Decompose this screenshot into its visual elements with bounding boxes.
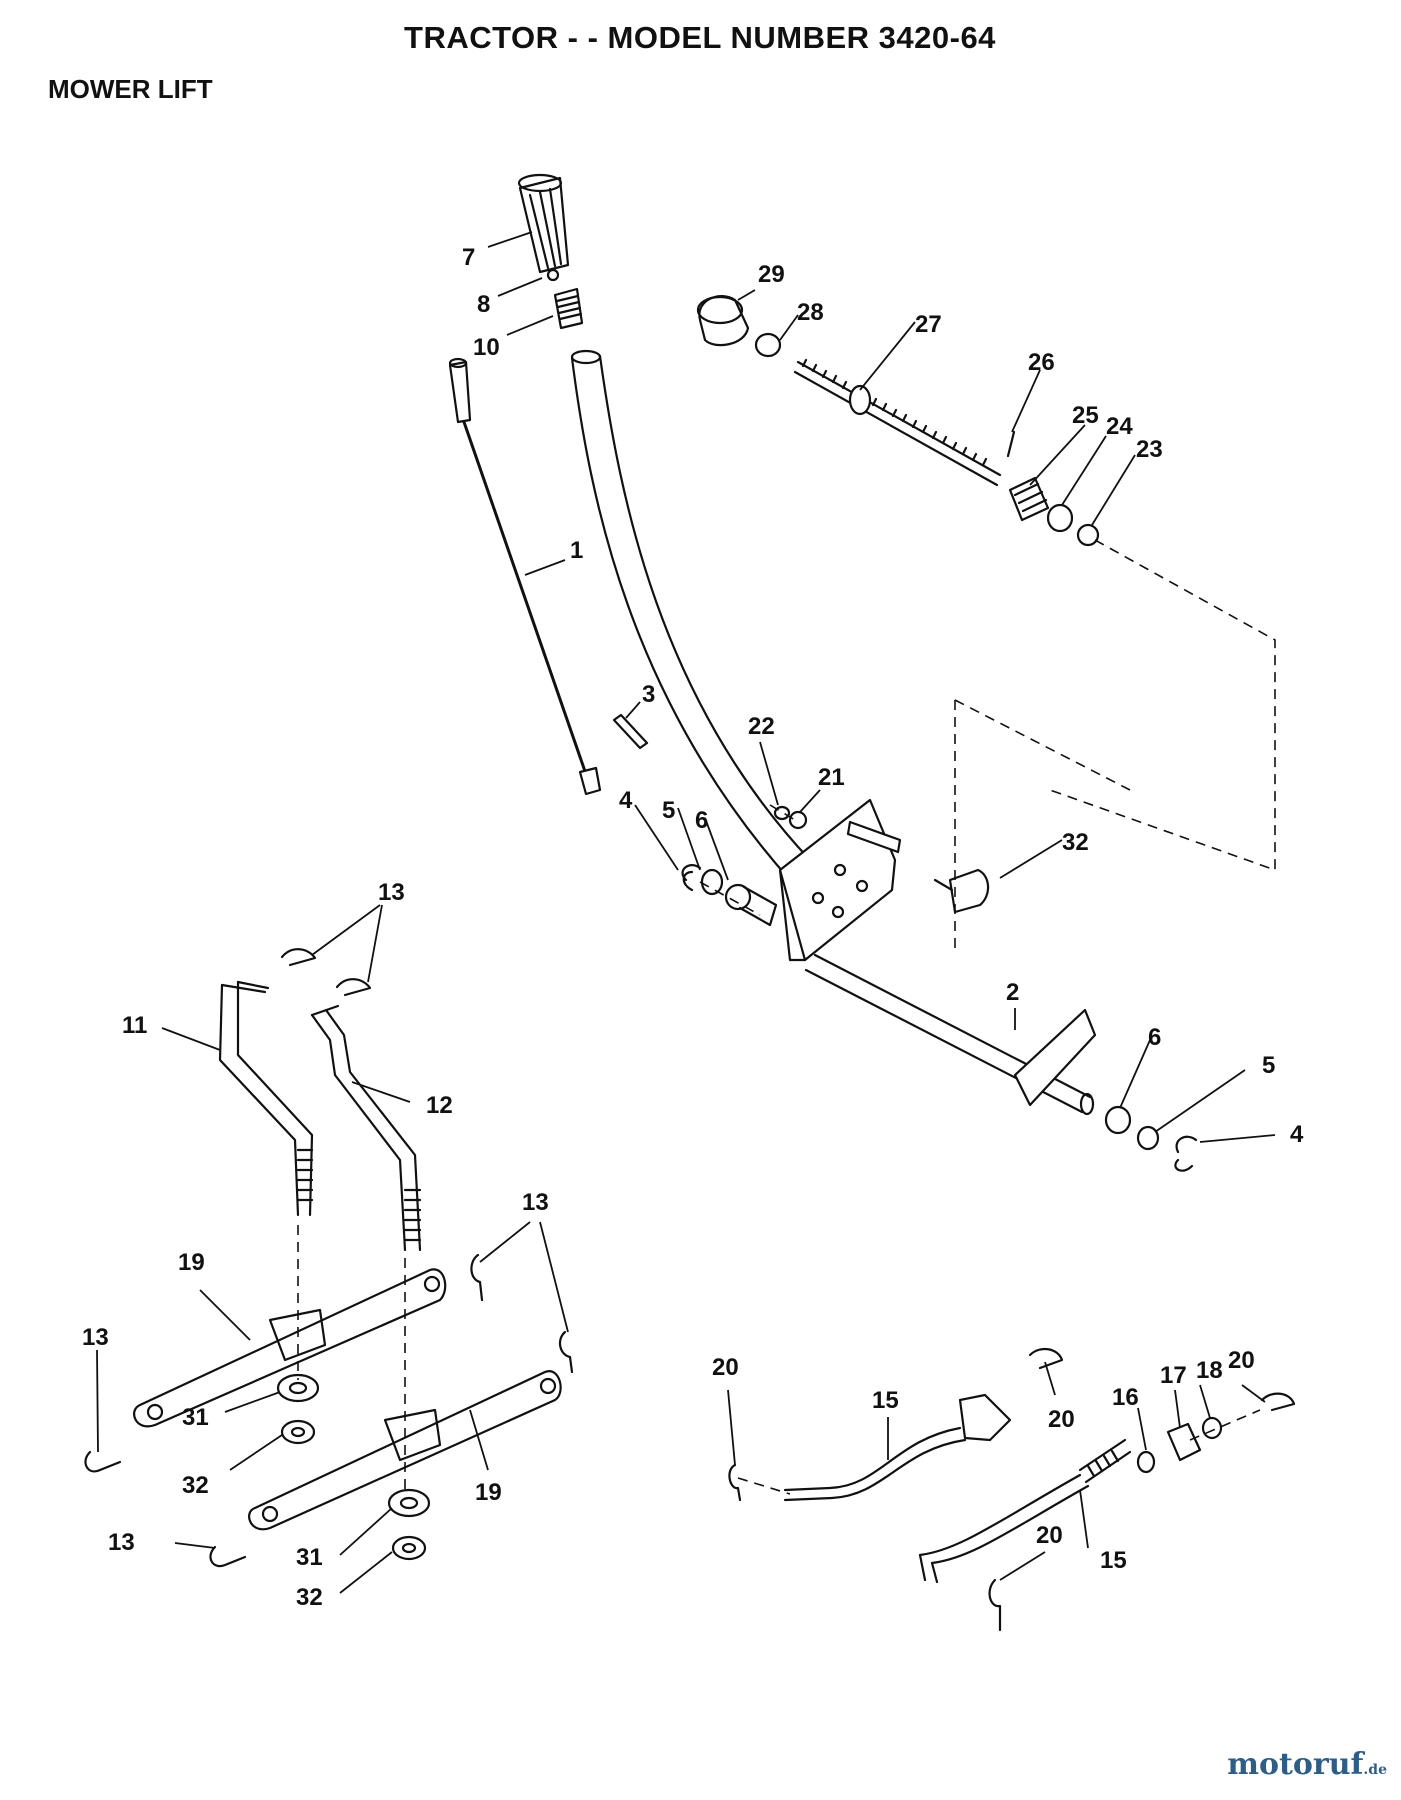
lift-link-right-part bbox=[310, 1004, 422, 1252]
pin-part bbox=[612, 713, 649, 750]
callout-5-left: 5 bbox=[662, 797, 675, 824]
callout-20-c: 20 bbox=[1228, 1347, 1255, 1374]
callout-31-lower: 31 bbox=[296, 1544, 323, 1571]
callout-22: 22 bbox=[748, 713, 775, 740]
callout-31-upper: 31 bbox=[182, 1404, 209, 1431]
callout-24: 24 bbox=[1106, 413, 1133, 440]
callout-15-lower: 15 bbox=[1100, 1547, 1127, 1574]
callout-23: 23 bbox=[1136, 436, 1163, 463]
callout-28: 28 bbox=[797, 299, 824, 326]
adjust-spring-part bbox=[1008, 476, 1050, 522]
adjust-knob-part bbox=[696, 295, 750, 347]
lock-nut-part bbox=[280, 1419, 427, 1561]
shaft-right-hardware bbox=[1104, 1105, 1198, 1172]
trunnion-part bbox=[933, 868, 990, 914]
callout-20-b: 20 bbox=[1048, 1406, 1075, 1433]
callout-1: 1 bbox=[570, 537, 583, 564]
lift-link-left-part bbox=[218, 980, 314, 1217]
callout-4-left: 4 bbox=[619, 787, 633, 814]
lift-rod-part bbox=[448, 357, 602, 796]
callout-20-a: 20 bbox=[712, 1354, 739, 1381]
callout-20-d: 20 bbox=[1036, 1522, 1063, 1549]
washer-part-24 bbox=[1046, 503, 1074, 533]
nut-part-18 bbox=[1201, 1416, 1223, 1440]
watermark-logo: motoruf.de bbox=[1227, 1747, 1387, 1782]
bushing-part bbox=[276, 1373, 431, 1518]
callout-18: 18 bbox=[1196, 1357, 1223, 1384]
callout-15-upper: 15 bbox=[872, 1387, 899, 1414]
callout-6-right: 6 bbox=[1148, 1024, 1161, 1051]
callout-11: 11 bbox=[122, 1012, 147, 1039]
callout-13-bottom: 13 bbox=[108, 1529, 135, 1556]
cross-shaft-part bbox=[804, 953, 1097, 1116]
nut-part-23 bbox=[1076, 523, 1100, 547]
threaded-rod-part bbox=[793, 358, 1002, 487]
ball-part bbox=[546, 268, 560, 282]
section-title: MOWER LIFT bbox=[48, 74, 213, 104]
callout-13-top: 13 bbox=[378, 879, 405, 906]
spring-part bbox=[553, 287, 584, 330]
callout-10: 10 bbox=[473, 334, 500, 361]
callout-8: 8 bbox=[477, 291, 490, 318]
page-title: TRACTOR - - MODEL NUMBER 3420-64 bbox=[404, 20, 996, 55]
callout-5-right: 5 bbox=[1262, 1052, 1275, 1079]
callout-6-left: 6 bbox=[695, 807, 708, 834]
callout-27: 27 bbox=[915, 311, 942, 338]
callout-26: 26 bbox=[1028, 349, 1055, 376]
callout-4-right: 4 bbox=[1290, 1121, 1304, 1148]
washer-part-16 bbox=[1136, 1450, 1156, 1474]
callout-32-upper: 32 bbox=[182, 1472, 209, 1499]
callout-17: 17 bbox=[1160, 1362, 1187, 1389]
callout-19-lower: 19 bbox=[475, 1479, 502, 1506]
swivel-part bbox=[1166, 1422, 1202, 1462]
shaft-left-hardware bbox=[681, 864, 778, 927]
callout-12: 12 bbox=[426, 1092, 453, 1119]
callout-19-upper: 19 bbox=[178, 1249, 205, 1276]
cotter-pin-part-20 bbox=[728, 1347, 1296, 1632]
callout-7: 7 bbox=[462, 244, 475, 271]
callout-numbers: 7 8 10 29 28 27 26 25 24 23 1 3 22 21 4 … bbox=[82, 244, 1304, 1611]
callout-13-left: 13 bbox=[82, 1324, 109, 1351]
lift-arm-upper-part bbox=[133, 1268, 447, 1428]
callout-29: 29 bbox=[758, 261, 785, 288]
nut-part bbox=[754, 332, 782, 358]
handle-grip-part bbox=[517, 173, 570, 274]
callout-25: 25 bbox=[1072, 402, 1099, 429]
rear-link-upper-part bbox=[783, 1393, 1012, 1502]
hairpin-clip-part bbox=[84, 948, 574, 1568]
callout-21: 21 bbox=[818, 764, 845, 791]
lift-lever-part bbox=[570, 349, 812, 882]
callout-3: 3 bbox=[642, 681, 655, 708]
callout-32-lower: 32 bbox=[296, 1584, 323, 1611]
callout-2: 2 bbox=[1006, 979, 1019, 1006]
cotter-pin-part bbox=[1006, 430, 1016, 458]
callout-30: 32 bbox=[1062, 829, 1089, 856]
lever-bracket-part bbox=[778, 798, 902, 962]
washer-part bbox=[788, 810, 808, 830]
clip-part bbox=[773, 805, 791, 821]
callout-16: 16 bbox=[1112, 1384, 1139, 1411]
callout-13-mid: 13 bbox=[522, 1189, 549, 1216]
rear-link-lower-part bbox=[918, 1438, 1132, 1584]
